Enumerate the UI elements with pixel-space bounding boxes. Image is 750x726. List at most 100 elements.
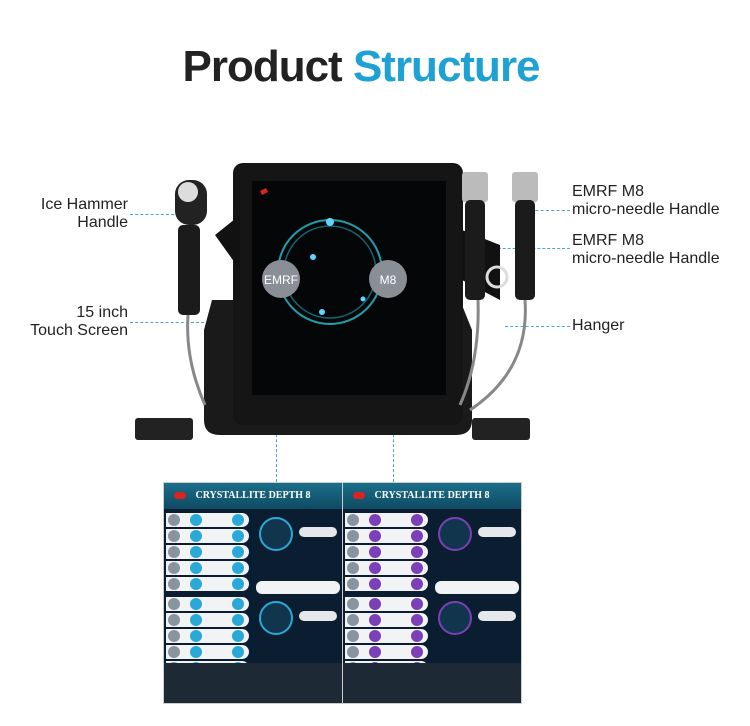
page-title: Product Structure (182, 42, 540, 91)
control-button-icon[interactable] (411, 630, 423, 642)
control-row[interactable] (345, 561, 428, 575)
control-row[interactable] (166, 597, 249, 611)
control-button-icon[interactable] (369, 630, 381, 642)
control-button-icon[interactable] (168, 646, 180, 658)
control-button-icon[interactable] (232, 562, 244, 574)
control-button-icon[interactable] (168, 562, 180, 574)
control-button-icon[interactable] (369, 646, 381, 658)
control-button-icon[interactable] (232, 578, 244, 590)
logo-icon (353, 492, 365, 499)
play-toggle[interactable] (299, 527, 337, 537)
control-button-icon[interactable] (190, 630, 202, 642)
control-button-icon[interactable] (190, 646, 202, 658)
control-row[interactable] (166, 629, 249, 643)
slider-bar[interactable] (256, 581, 340, 594)
control-button-icon[interactable] (411, 530, 423, 542)
svg-text:EMRF: EMRF (264, 273, 298, 287)
control-row[interactable] (345, 577, 428, 591)
control-button-icon[interactable] (232, 546, 244, 558)
control-row[interactable] (345, 597, 428, 611)
play-toggle[interactable] (299, 611, 337, 621)
control-button-icon[interactable] (347, 614, 359, 626)
control-row[interactable] (345, 529, 428, 543)
control-button-icon[interactable] (369, 614, 381, 626)
control-row[interactable] (345, 645, 428, 659)
control-button-icon[interactable] (411, 598, 423, 610)
control-button-icon[interactable] (411, 546, 423, 558)
control-row[interactable] (166, 577, 249, 591)
logo-icon (174, 492, 186, 499)
play-toggle[interactable] (478, 611, 516, 621)
control-row[interactable] (166, 529, 249, 543)
control-button-icon[interactable] (411, 614, 423, 626)
control-button-icon[interactable] (232, 530, 244, 542)
control-button-icon[interactable] (168, 530, 180, 542)
control-button-icon[interactable] (168, 546, 180, 558)
mode-icon (259, 517, 293, 551)
control-button-icon[interactable] (347, 598, 359, 610)
control-button-icon[interactable] (347, 562, 359, 574)
foot-pedal-left (135, 418, 193, 440)
control-row[interactable] (166, 613, 249, 627)
control-button-icon[interactable] (369, 546, 381, 558)
mode-icon (438, 601, 472, 635)
control-button-icon[interactable] (168, 614, 180, 626)
control-row[interactable] (345, 513, 428, 527)
control-row[interactable] (166, 545, 249, 559)
control-button-icon[interactable] (369, 530, 381, 542)
control-button-icon[interactable] (347, 630, 359, 642)
control-button-icon[interactable] (232, 598, 244, 610)
control-button-icon[interactable] (411, 514, 423, 526)
svg-text:M8: M8 (380, 273, 397, 287)
control-button-icon[interactable] (168, 514, 180, 526)
device-illustration: EMRF M8 (135, 163, 538, 440)
mode-icon (259, 601, 293, 635)
control-button-icon[interactable] (411, 646, 423, 658)
control-row[interactable] (166, 561, 249, 575)
control-button-icon[interactable] (232, 630, 244, 642)
control-button-icon[interactable] (369, 562, 381, 574)
control-button-icon[interactable] (190, 614, 202, 626)
leader-line (505, 326, 570, 327)
control-button-icon[interactable] (347, 530, 359, 542)
control-row[interactable] (345, 613, 428, 627)
control-button-icon[interactable] (190, 514, 202, 526)
control-button-icon[interactable] (411, 578, 423, 590)
leader-line (130, 214, 205, 215)
control-button-icon[interactable] (190, 562, 202, 574)
control-button-icon[interactable] (168, 630, 180, 642)
control-row[interactable] (166, 645, 249, 659)
play-toggle[interactable] (478, 527, 516, 537)
control-button-icon[interactable] (190, 598, 202, 610)
control-button-icon[interactable] (190, 530, 202, 542)
control-button-icon[interactable] (369, 514, 381, 526)
control-row[interactable] (345, 545, 428, 559)
control-button-icon[interactable] (232, 514, 244, 526)
control-button-icon[interactable] (168, 578, 180, 590)
control-button-icon[interactable] (347, 646, 359, 658)
control-button-icon[interactable] (232, 614, 244, 626)
control-button-icon[interactable] (190, 546, 202, 558)
control-button-icon[interactable] (347, 578, 359, 590)
emrf-screen-button (262, 260, 300, 298)
control-row[interactable] (166, 513, 249, 527)
m8-screen-button (369, 260, 407, 298)
emrf-handle-1 (462, 172, 488, 202)
mode-icon (438, 517, 472, 551)
control-button-icon[interactable] (232, 646, 244, 658)
control-button-icon[interactable] (369, 578, 381, 590)
leader-line (130, 322, 260, 323)
control-section (343, 511, 521, 594)
foot-pedal-right (472, 418, 530, 440)
control-button-icon[interactable] (411, 562, 423, 574)
control-button-icon[interactable] (347, 514, 359, 526)
control-row[interactable] (345, 629, 428, 643)
slider-bar[interactable] (435, 581, 519, 594)
control-button-icon[interactable] (168, 598, 180, 610)
control-button-icon[interactable] (347, 546, 359, 558)
control-button-icon[interactable] (190, 578, 202, 590)
emrf-handle-2 (512, 172, 538, 202)
control-button-icon[interactable] (369, 598, 381, 610)
